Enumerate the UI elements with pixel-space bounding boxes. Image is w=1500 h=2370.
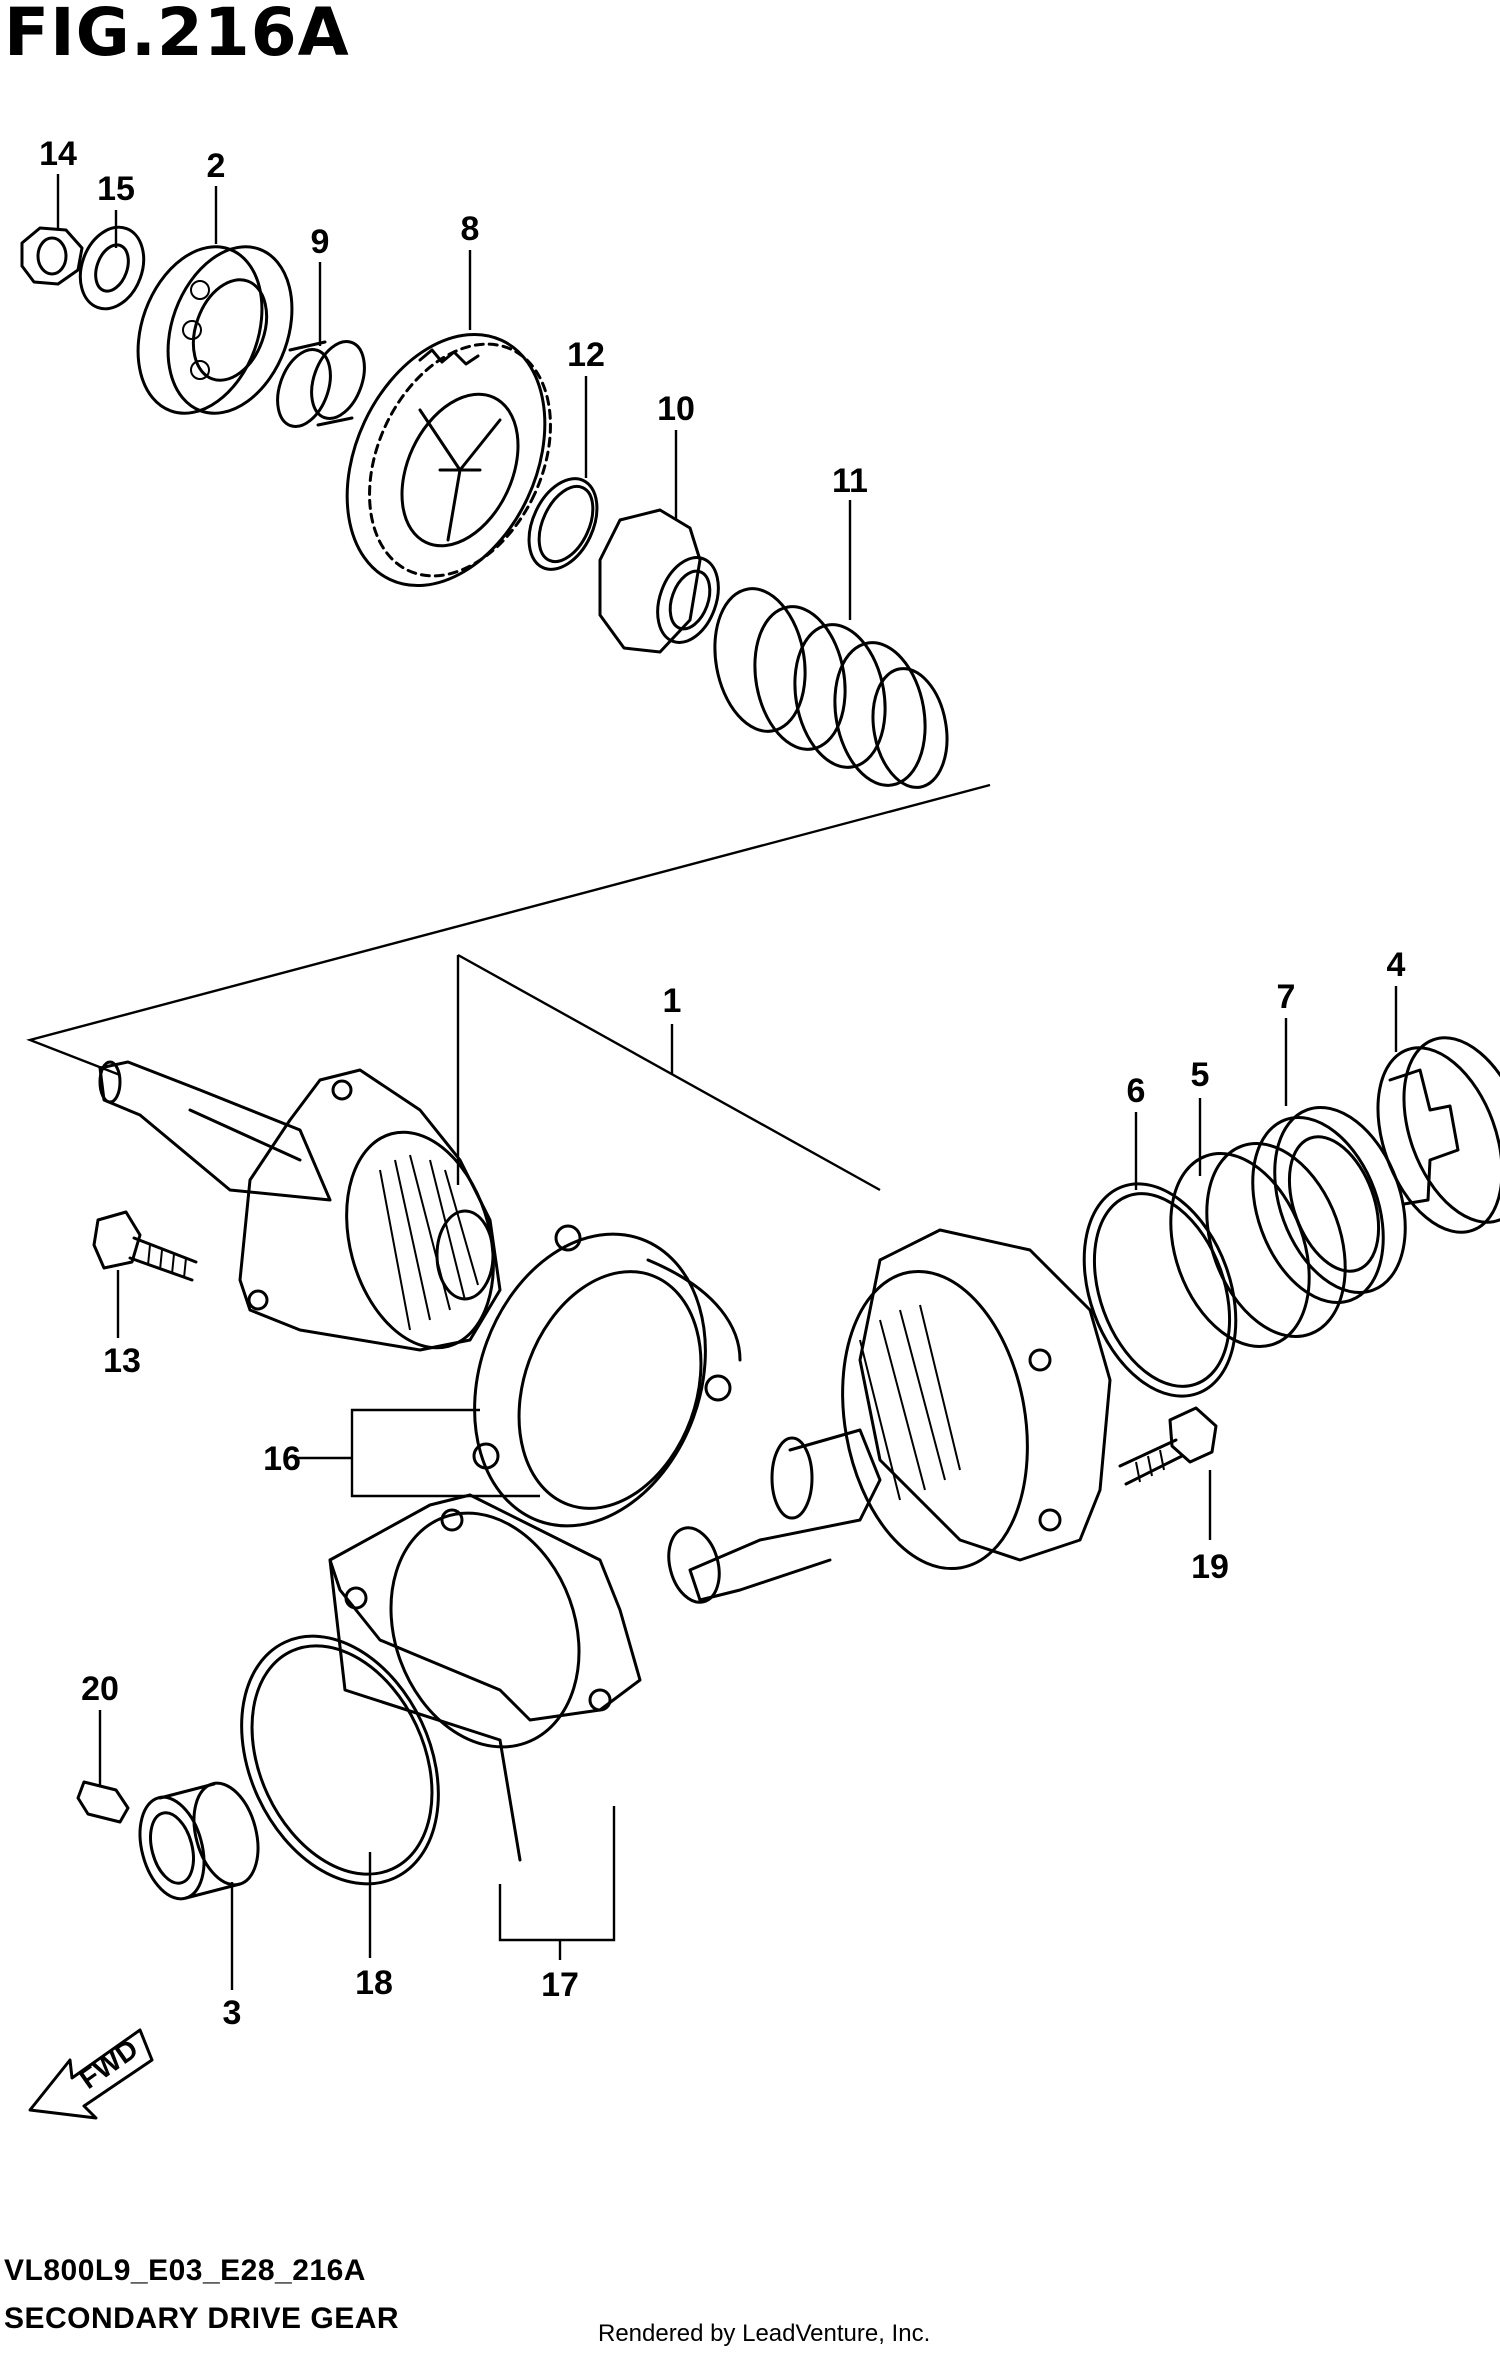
part-20-pin[interactable] [76, 1780, 130, 1824]
callout-20: 20 [81, 1670, 119, 1708]
part-5-bearing-race[interactable] [1146, 1124, 1371, 1366]
fwd-arrow-icon: FWD [28, 2028, 154, 2120]
part-13-bolt[interactable] [92, 1210, 198, 1282]
part-7-bearing[interactable] [1229, 1089, 1429, 1320]
figure-name: SECONDARY DRIVE GEAR [4, 2302, 400, 2335]
callout-18: 18 [355, 1964, 393, 2002]
part-2-bearing[interactable] [116, 229, 314, 430]
part-6-o-ring[interactable] [1057, 1163, 1264, 1418]
callout-10: 10 [657, 390, 695, 428]
callout-4: 4 [1387, 946, 1406, 984]
fwd-label: FWD [74, 2033, 144, 2095]
callout-12: 12 [567, 336, 605, 374]
part-10-cam-dog[interactable] [598, 508, 729, 654]
part-15-washer[interactable] [69, 218, 154, 317]
part-17-housing-gaskets[interactable] [328, 1486, 642, 1862]
part-4-lock-nut[interactable] [1355, 1021, 1500, 1250]
callout-19: 19 [1191, 1548, 1229, 1586]
leader-lines [56, 174, 1398, 1990]
callout-2: 2 [207, 147, 226, 185]
part-18-o-ring[interactable] [203, 1604, 476, 1916]
part-16-shim-gaskets[interactable] [435, 1201, 744, 1558]
part-8-cam-gear[interactable] [309, 302, 586, 617]
part-12-circlip[interactable] [516, 468, 611, 580]
part-19-bolt[interactable] [1118, 1406, 1218, 1486]
part-11-spring[interactable] [704, 581, 956, 793]
render-credit: Rendered by LeadVenture, Inc. [598, 2320, 931, 2347]
callout-9: 9 [311, 223, 330, 261]
part-3-needle-bearing[interactable] [130, 1776, 269, 1906]
callout-labels: 14 15 2 9 8 12 10 11 1 4 7 5 6 13 16 19 … [39, 135, 1405, 2032]
part-1-output-shaft[interactable] [661, 1428, 882, 1608]
callout-6: 6 [1127, 1072, 1146, 1110]
part-1-pinion-housing[interactable] [238, 1068, 516, 1364]
callout-15: 15 [97, 170, 135, 208]
callout-7: 7 [1277, 978, 1296, 1016]
figure-code: VL800L9_E03_E28_216A [4, 2254, 366, 2287]
callout-14: 14 [39, 135, 77, 173]
callout-17: 17 [541, 1966, 579, 2004]
part-1-drive-shaft[interactable] [98, 1060, 332, 1202]
callout-11: 11 [832, 462, 868, 500]
callout-13: 13 [103, 1342, 141, 1380]
figure-title: FIG.216A [4, 0, 350, 71]
callout-1: 1 [663, 982, 682, 1020]
callout-5: 5 [1191, 1056, 1210, 1094]
part-1-gear-housing[interactable] [820, 1228, 1112, 1583]
part-14-nut[interactable] [20, 226, 84, 286]
callout-16: 16 [263, 1440, 301, 1478]
callout-3: 3 [223, 1994, 242, 2032]
callout-8: 8 [461, 210, 480, 248]
